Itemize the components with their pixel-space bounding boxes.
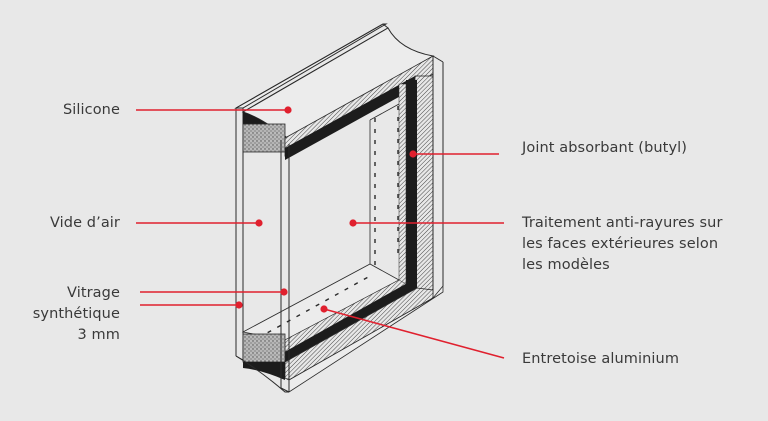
- label-traitement-anti-rayures: Traitement anti-rayures sur les faces ex…: [522, 215, 723, 273]
- inner-spacer-dashes: [374, 106, 399, 270]
- label-entretoise-aluminium: Entretoise aluminium: [522, 351, 680, 367]
- label-joint-absorbant: Joint absorbant (butyl): [522, 140, 688, 156]
- label-vitrage-synthetique: Vitrage synthétique 3 mm: [32, 285, 120, 343]
- label-vide-air: Vide d’air: [49, 215, 120, 231]
- label-silicone: Silicone: [62, 102, 120, 118]
- leader-lines: [136, 106, 505, 359]
